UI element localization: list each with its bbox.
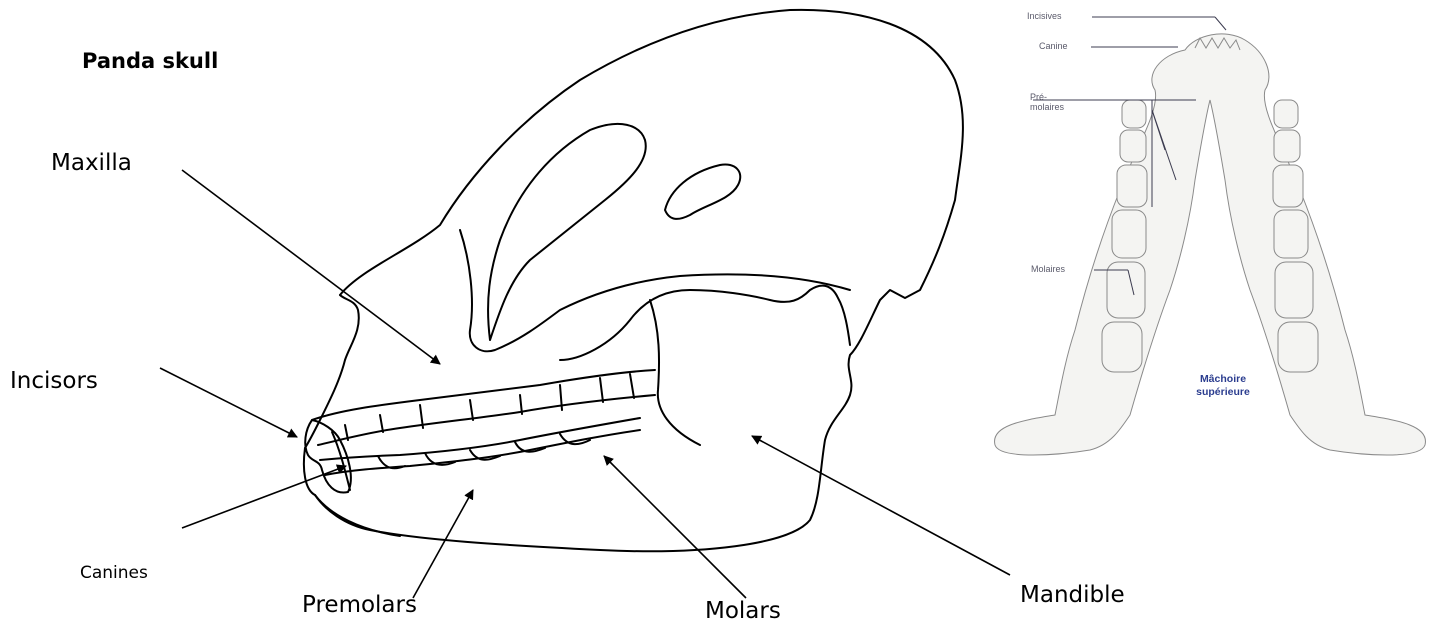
- label-molars: Molars: [705, 600, 781, 623]
- mandible-arrow: [752, 436, 1010, 575]
- inset-label-molaires: Molaires: [1031, 264, 1065, 274]
- label-incisors: Incisors: [10, 370, 98, 393]
- incisor-canine-cluster: [305, 420, 351, 493]
- inset-label-premolaires: Pré- molaires: [1030, 92, 1064, 113]
- inset-label-canine: Canine: [1039, 41, 1068, 51]
- premolars-arrow: [413, 490, 473, 598]
- inset-label-premolaires-line2: molaires: [1030, 102, 1064, 112]
- inset-label-jaw-line1: Mâchoire: [1200, 373, 1246, 385]
- inset-label-jaw-line2: supérieure: [1196, 386, 1250, 398]
- maxilla-arrow: [182, 170, 440, 364]
- incisors-arrow: [160, 368, 297, 437]
- label-mandible: Mandible: [1020, 584, 1125, 607]
- inset-label-jaw: Mâchoire supérieure: [1168, 373, 1278, 399]
- upper-tooth-row: [312, 370, 655, 420]
- label-premolars: Premolars: [302, 594, 417, 617]
- orbit: [665, 164, 740, 218]
- label-canines: Canines: [80, 565, 148, 582]
- inset-label-incisives: Incisives: [1027, 11, 1062, 21]
- cranium-outline: [315, 10, 963, 551]
- label-maxilla: Maxilla: [51, 152, 132, 175]
- molars-arrow: [604, 456, 746, 598]
- diagram-title: Panda skull: [82, 51, 218, 72]
- canines-arrow: [182, 466, 346, 528]
- mandible-lower-border: [315, 495, 400, 536]
- inset-label-premolaires-line1: Pré-: [1030, 92, 1047, 102]
